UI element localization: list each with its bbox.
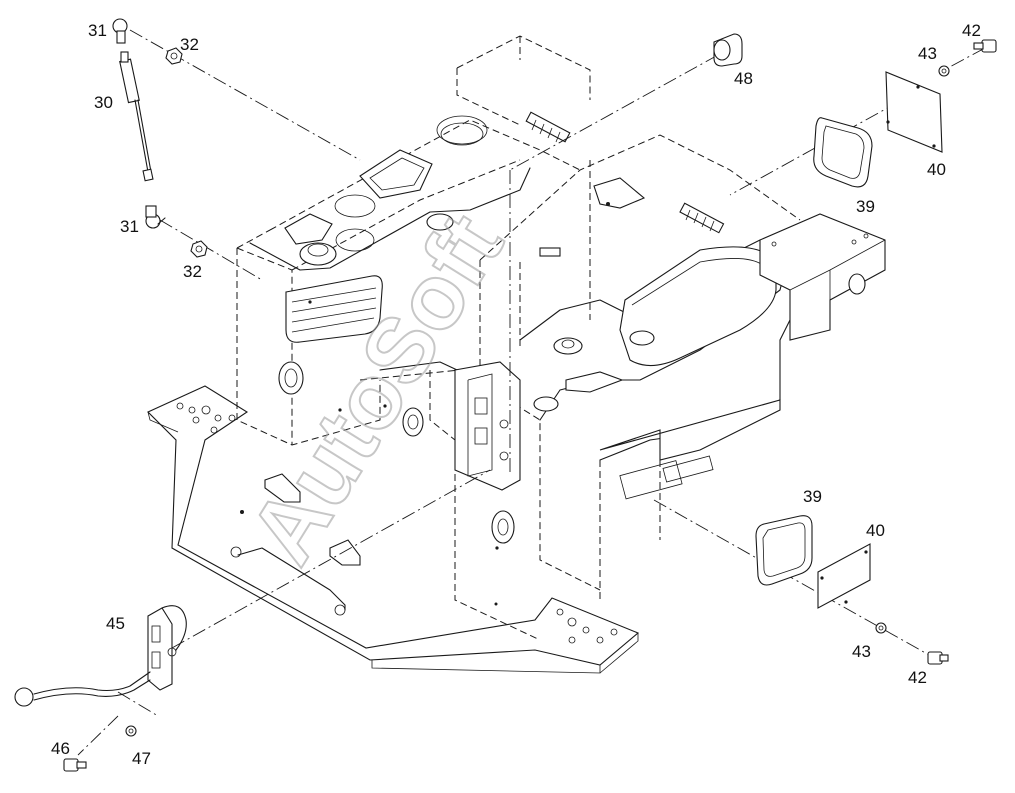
label-46: 46 (51, 739, 70, 758)
cover-plate-40-bottom (817, 543, 871, 609)
base-frame-plate (147, 385, 640, 674)
label-31-top: 31 (88, 21, 107, 40)
label-39-bottom: 39 (803, 487, 822, 506)
left-console-body (236, 35, 591, 446)
label-31-bottom: 31 (120, 217, 139, 236)
label-42-bottom: 42 (908, 668, 927, 687)
washer-47 (125, 725, 137, 737)
bolt-42-top (973, 39, 997, 53)
label-32-bottom: 32 (183, 262, 202, 281)
callout-labels: 31 32 30 31 32 48 42 43 40 39 39 40 43 4… (51, 21, 981, 768)
gasket-39-top (813, 117, 873, 188)
label-32-top: 32 (180, 35, 199, 54)
label-40-top: 40 (927, 160, 946, 179)
bolt-31-bottom (145, 205, 166, 229)
cover-plate-40-top (885, 71, 943, 153)
label-30: 30 (94, 93, 113, 112)
leader-lines (77, 29, 986, 756)
label-45: 45 (106, 614, 125, 633)
center-seat-box (359, 361, 601, 641)
label-40-bottom: 40 (866, 521, 885, 540)
nut-32-bottom (190, 240, 208, 258)
rubber-stop-48 (713, 33, 743, 67)
label-42-top: 42 (962, 21, 981, 40)
label-48: 48 (734, 69, 753, 88)
control-lever-45 (14, 605, 187, 707)
washer-43-top (938, 65, 950, 77)
bolt-46 (63, 758, 87, 772)
washer-43-bottom (875, 622, 887, 634)
label-43-top: 43 (918, 44, 937, 63)
label-47: 47 (132, 749, 151, 768)
gas-spring-30 (119, 51, 154, 182)
label-43-bottom: 43 (852, 642, 871, 661)
bolt-31-top (112, 18, 128, 44)
label-39-top: 39 (856, 197, 875, 216)
bolt-42-bottom (927, 651, 949, 665)
gasket-39-bottom (755, 515, 813, 586)
nut-32-top (165, 47, 183, 65)
right-tank-compartment (479, 111, 886, 600)
